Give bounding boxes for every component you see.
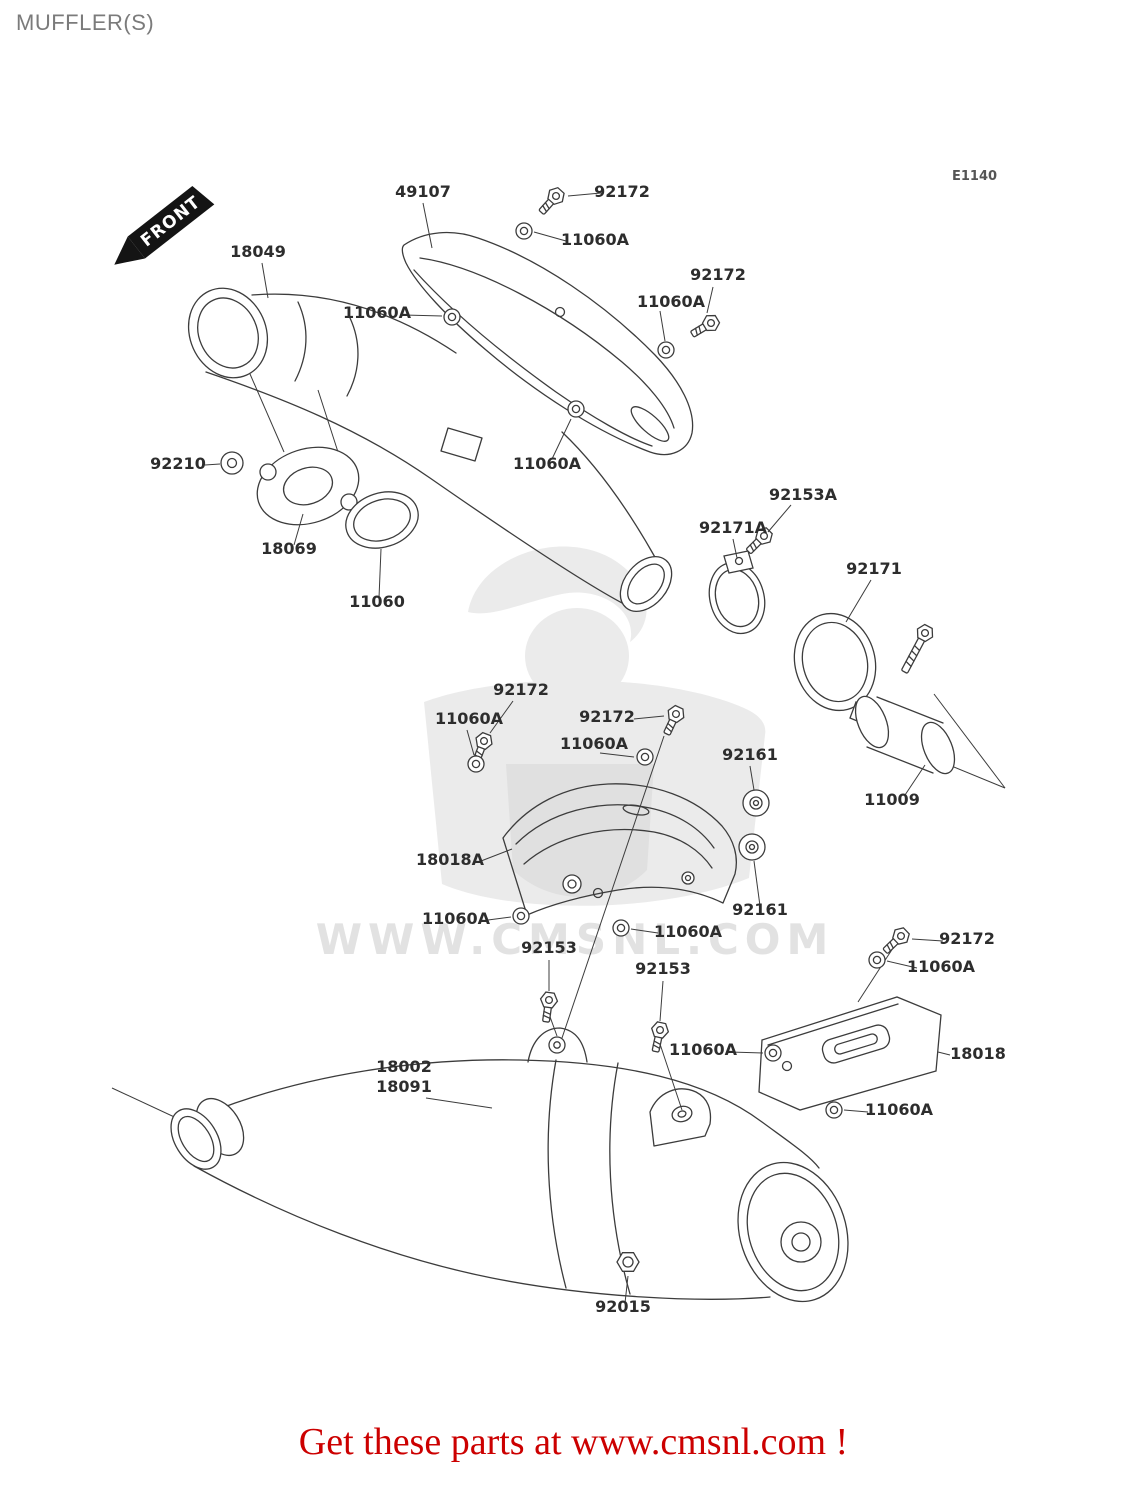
part-number-label: 49107 — [395, 182, 451, 201]
part-number-label: 11060A — [513, 454, 582, 473]
part-number-label: 92153 — [635, 959, 691, 978]
part-number-label: 92171 — [846, 559, 902, 578]
part-number-label: 92172 — [690, 265, 746, 284]
muffler-end-cap — [737, 1161, 849, 1303]
part-number-label: 92015 — [595, 1297, 651, 1316]
part-number-label: 18018A — [416, 850, 485, 869]
cms-watermark: WWW.CMSNL.COM — [316, 546, 835, 964]
hanger-bracket-front — [527, 1027, 588, 1063]
part-number-label: 18002 — [376, 1057, 432, 1076]
part-number-label: 92153A — [769, 485, 838, 504]
part-number-label: 11009 — [864, 790, 920, 809]
part-front-pipe — [187, 287, 673, 612]
part-number-label: 92161 — [732, 900, 788, 919]
nut-92015 — [616, 1252, 640, 1272]
part-number-label: 92210 — [150, 454, 206, 473]
bolt-92172 — [534, 184, 568, 219]
washer-11060a — [825, 1101, 843, 1119]
part-number-label: 18069 — [261, 539, 317, 558]
front-indicator: FRONT — [114, 185, 215, 265]
leader-lines — [204, 192, 951, 1304]
watermark-text: WWW.CMSNL.COM — [316, 915, 835, 964]
part-number-label: 11060A — [637, 292, 706, 311]
part-gasket — [345, 491, 419, 549]
part-number-label: 18049 — [230, 242, 286, 261]
washer-11060a — [612, 919, 630, 937]
part-clamp-small — [708, 550, 766, 635]
washer-11060a — [657, 341, 675, 359]
part-number-label: 92161 — [722, 745, 778, 764]
part-number-label: 11060A — [669, 1040, 738, 1059]
washer-92210 — [220, 451, 244, 475]
page-title: MUFFLER(S) — [16, 10, 155, 35]
damper-92161 — [742, 789, 770, 817]
part-heat-shield-middle — [502, 783, 737, 916]
washer-11060a — [636, 748, 654, 766]
part-number-label: 92172 — [939, 929, 995, 948]
part-number-label: 11060A — [561, 230, 630, 249]
part-number-label: 18018 — [950, 1044, 1006, 1063]
part-labels: 49107 92172 11060A 18049 92172 11060A 11… — [150, 182, 1006, 1316]
part-flange — [256, 446, 360, 526]
hanger-bracket-rear — [649, 1088, 712, 1147]
damper-92161 — [738, 833, 766, 861]
washer-11060a — [467, 755, 485, 773]
washer-11060a — [868, 951, 886, 969]
part-number-label: 11060 — [349, 592, 405, 611]
part-number-label: 92172 — [594, 182, 650, 201]
front-arrow-icon — [114, 236, 145, 265]
bolt-92153 — [646, 1020, 671, 1054]
part-number-label: 92172 — [493, 680, 549, 699]
part-number-label: 18091 — [376, 1077, 432, 1096]
bolt-92172 — [687, 311, 723, 343]
washer-11060a — [515, 222, 533, 240]
washer-11060a — [512, 907, 530, 925]
washer-11060a — [567, 400, 585, 418]
part-number-label: 92153 — [521, 938, 577, 957]
part-number-label: 11060A — [343, 303, 412, 322]
washer-11060a — [443, 308, 461, 326]
footer-cmsnl-link[interactable]: Get these parts at www.cmsnl.com ! — [298, 1421, 849, 1463]
bolt-92172 — [878, 924, 913, 959]
part-number-label: 11060A — [560, 734, 629, 753]
part-number-label: 11060A — [907, 957, 976, 976]
part-joint-sleeve — [854, 695, 956, 775]
bolt-92171-screw — [896, 621, 937, 677]
part-heat-shield-upper — [401, 231, 694, 456]
part-number-label: 11060A — [865, 1100, 934, 1119]
part-number-label: 11060A — [654, 922, 723, 941]
part-number-label: 11060A — [422, 909, 491, 928]
hardware-washers — [220, 222, 886, 1272]
part-rear-cover — [758, 996, 942, 1111]
diagram-code: E1140 — [952, 169, 997, 184]
construction-lines — [111, 373, 1006, 1129]
washer-11060a — [764, 1044, 782, 1062]
part-number-label: 92171A — [699, 518, 768, 537]
bolt-92153 — [536, 990, 560, 1024]
part-number-label: 11060A — [435, 709, 504, 728]
part-number-label: 92172 — [579, 707, 635, 726]
